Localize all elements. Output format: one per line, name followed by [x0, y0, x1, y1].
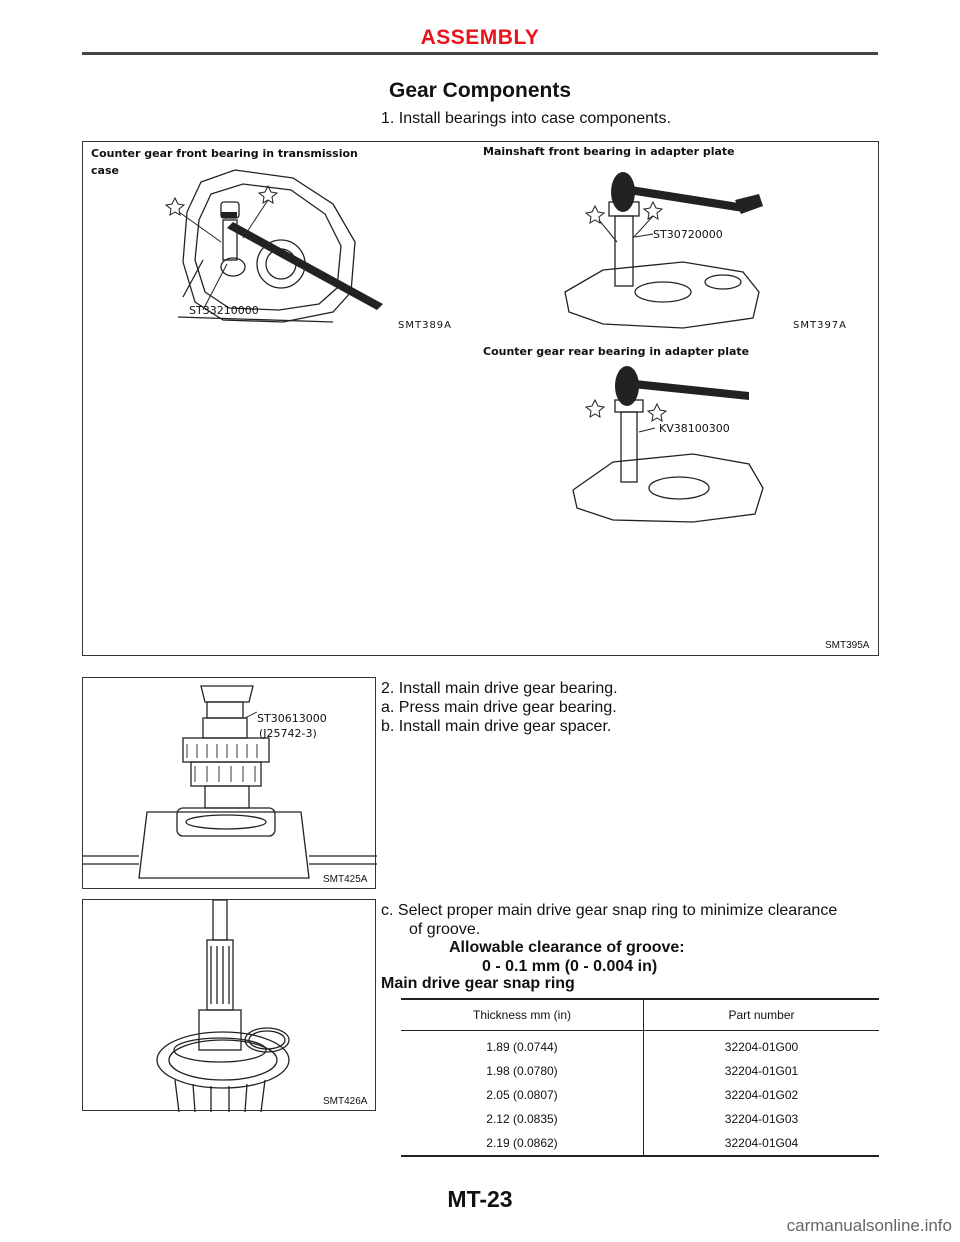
- panel-b-id: SMT397A: [793, 320, 848, 331]
- thickness-cell: 2.05 (0.0807): [401, 1083, 644, 1107]
- thickness-cell: 1.89 (0.0744): [401, 1030, 644, 1059]
- tool-label-st33210000: ST33210000: [189, 304, 259, 317]
- panel-b-caption: Mainshaft front bearing in adapter plate: [483, 145, 735, 158]
- bearing-install-drawing: [164, 169, 764, 523]
- snap-ring-drawing: [156, 900, 290, 1112]
- tool-label-j25742-3: (J25742-3): [259, 727, 317, 740]
- watermark-link[interactable]: carmanualsonline.info: [786, 1216, 952, 1235]
- header-rule: [82, 52, 878, 55]
- hammer-a: [221, 212, 383, 310]
- thickness-cell: 1.98 (0.0780): [401, 1059, 644, 1083]
- pointer-stars-c: [584, 398, 668, 433]
- part-number-cell: 32204-01G00: [724, 1040, 799, 1054]
- figure-1-id: SMT395A: [825, 640, 870, 651]
- thickness-cell: 2.12 (0.0835): [401, 1107, 644, 1131]
- table-row: 1.98 (0.0780) 32204-01G01: [401, 1059, 879, 1083]
- spec-value: 0 - 0.1 mm (0 - 0.004 in): [482, 958, 658, 975]
- section-title: Gear Components: [388, 79, 572, 102]
- tool-label-kv38100300: KV38100300: [659, 422, 730, 435]
- tool-label-st30720000: ST30720000: [653, 228, 723, 241]
- pointer-stars-b: [584, 200, 664, 243]
- column-header-part-number: Part number: [643, 999, 879, 1031]
- header-title: ASSEMBLY: [420, 26, 540, 49]
- spec-label: Allowable clearance of groove:: [449, 939, 685, 956]
- panel-c-caption: Counter gear rear bearing in adapter pla…: [483, 345, 750, 358]
- table-title: Main drive gear snap ring: [381, 975, 575, 992]
- drive-gear-bearing-drawing: [83, 685, 377, 879]
- bearing-install-figure: Counter gear front bearing in transmissi…: [82, 141, 879, 656]
- adapter-plate-drawing-b: [564, 201, 760, 329]
- panel-a-id: SMT389A: [398, 320, 453, 331]
- part-number-cell: 32204-01G01: [724, 1064, 799, 1078]
- column-header-thickness: Thickness mm (in): [401, 999, 644, 1031]
- table-row: 2.19 (0.0862) 32204-01G04: [401, 1131, 879, 1156]
- hammer-c: [615, 366, 749, 406]
- hammer-b: [611, 172, 763, 214]
- step-2b-text: b. Install main drive gear spacer.: [381, 718, 612, 735]
- drive-gear-bearing-figure: ST30613000 (J25742-3) SMT425A: [82, 677, 377, 889]
- adapter-plate-drawing-c: [572, 399, 764, 523]
- panel-a-caption-line2: case: [91, 164, 119, 177]
- pointer-stars-a: [164, 184, 279, 311]
- snap-ring-table: Thickness mm (in) Part number 1.89 (0.07…: [401, 998, 879, 1157]
- part-number-cell: 32204-01G03: [724, 1112, 799, 1126]
- part-number-cell: 32204-01G04: [724, 1136, 799, 1150]
- step-c-text-cont: of groove.: [409, 921, 481, 938]
- snap-ring-figure: SMT426A: [82, 899, 376, 1112]
- step-1-text: 1. Install bearings into case components…: [381, 110, 671, 127]
- part-number-cell: 32204-01G02: [724, 1088, 799, 1102]
- table-header-row: Thickness mm (in) Part number: [401, 999, 879, 1031]
- tool-label-st30613000: ST30613000: [257, 712, 327, 725]
- table-row: 1.89 (0.0744) 32204-01G00: [401, 1030, 879, 1059]
- table-row: 2.12 (0.0835) 32204-01G03: [401, 1107, 879, 1131]
- step-2-text: 2. Install main drive gear bearing.: [381, 680, 618, 697]
- table-row: 2.05 (0.0807) 32204-01G02: [401, 1083, 879, 1107]
- step-2a-text: a. Press main drive gear bearing.: [381, 699, 617, 716]
- panel-a-caption-line1: Counter gear front bearing in transmissi…: [91, 147, 358, 160]
- figure-3-id: SMT426A: [323, 1096, 368, 1107]
- page-number: MT-23: [447, 1186, 513, 1212]
- figure-2-id: SMT425A: [323, 874, 368, 885]
- step-c-text: c. Select proper main drive gear snap ri…: [381, 902, 838, 919]
- thickness-cell: 2.19 (0.0862): [401, 1131, 644, 1156]
